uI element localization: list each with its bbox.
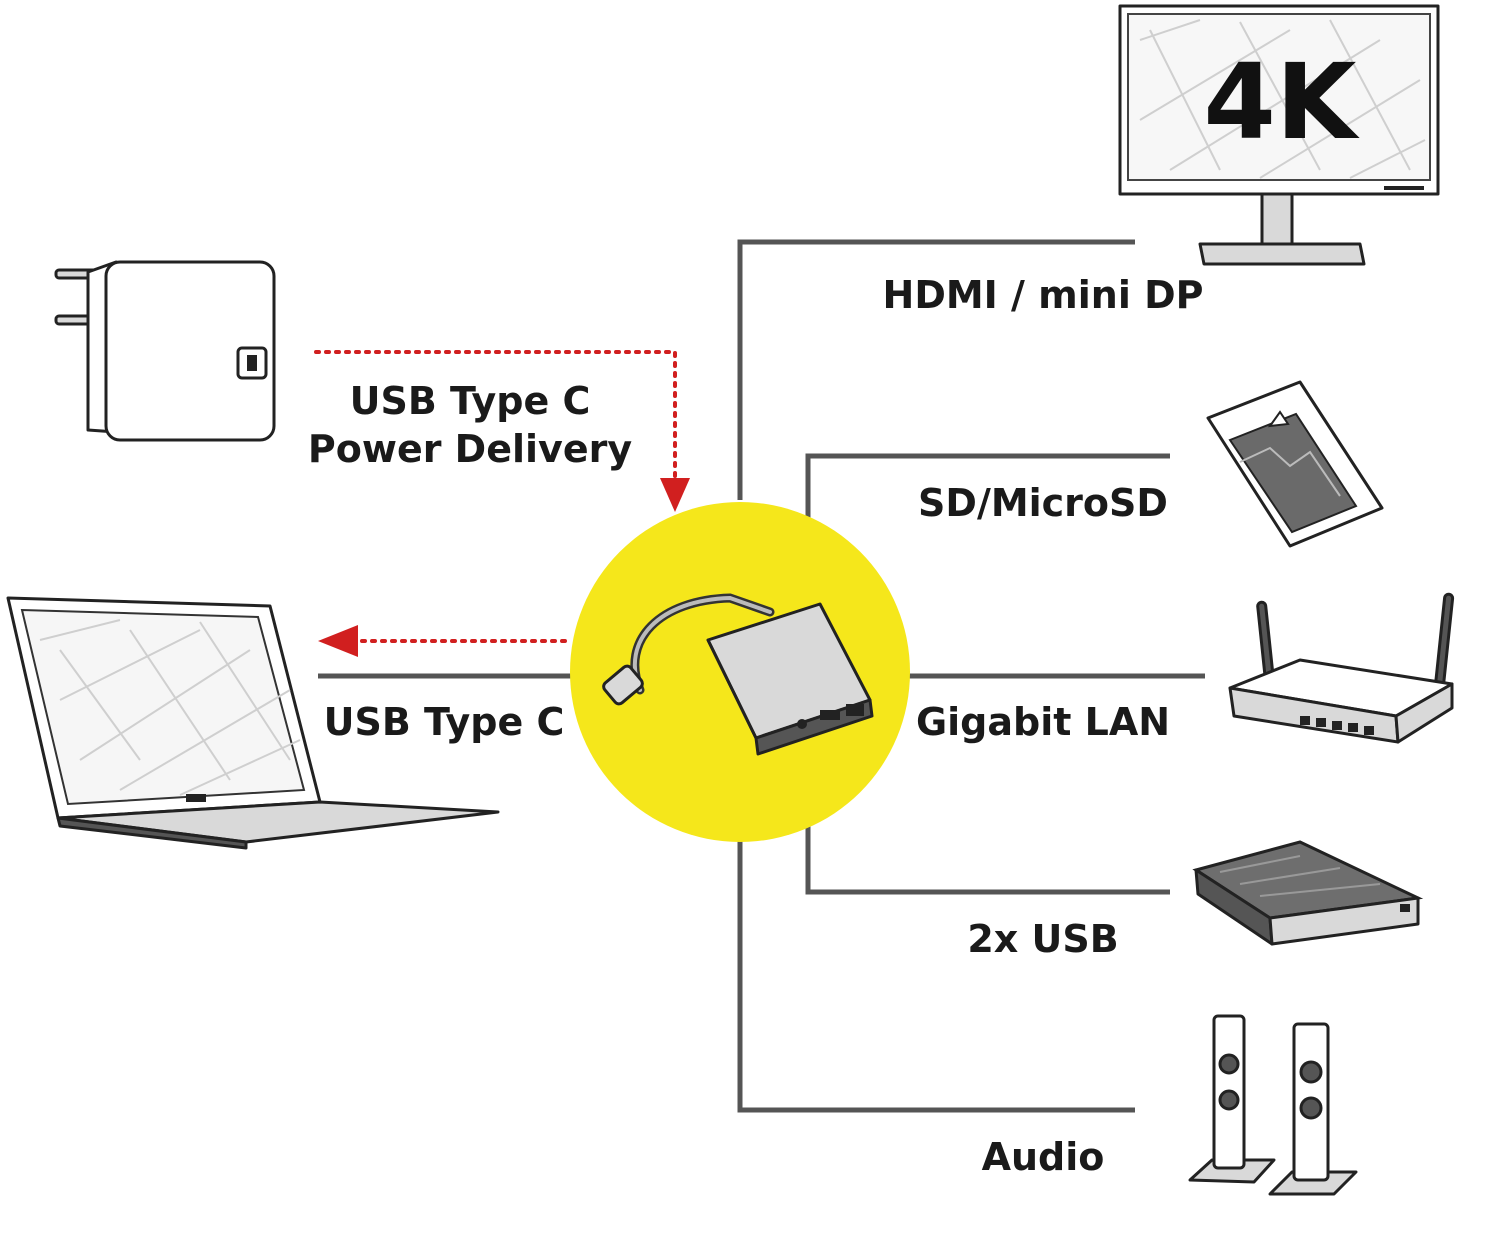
hdmi-label: HDMI / mini DP: [883, 273, 1204, 317]
power-adapter-icon: [54, 260, 276, 442]
power-label-line1: USB Type C: [350, 379, 591, 423]
usb-label: 2x USB: [967, 917, 1118, 961]
sd-connector-line: [805, 453, 1170, 520]
sd-label: SD/MicroSD: [918, 481, 1168, 525]
usb-c-hub-icon: [570, 502, 910, 842]
hdmi-connector-line: [737, 239, 1135, 500]
router-icon: [1228, 592, 1455, 744]
laptop-usb-label: USB Type C: [324, 700, 565, 744]
audio-connector-line: [737, 840, 1135, 1113]
monitor-resolution-label: 4K: [1204, 41, 1360, 163]
power-delivery-arrow: [314, 350, 690, 512]
laptop-icon: [6, 596, 500, 850]
input-labels: USB Type C Power Delivery USB Type C: [308, 379, 632, 744]
sd-card-icon: [1206, 380, 1384, 548]
external-drive-icon: [1192, 840, 1424, 946]
usb-connector-line: [805, 820, 1170, 895]
speakers-icon: [1188, 1014, 1358, 1196]
monitor-icon: 4K: [1118, 4, 1440, 266]
audio-label: Audio: [982, 1135, 1105, 1179]
output-labels: HDMI / mini DP SD/MicroSD Gigabit LAN 2x…: [883, 273, 1204, 1179]
power-label-line2: Power Delivery: [308, 427, 632, 471]
laptop-data-arrow: [318, 625, 567, 657]
lan-label: Gigabit LAN: [916, 700, 1170, 744]
connection-lines: [318, 239, 1205, 1113]
